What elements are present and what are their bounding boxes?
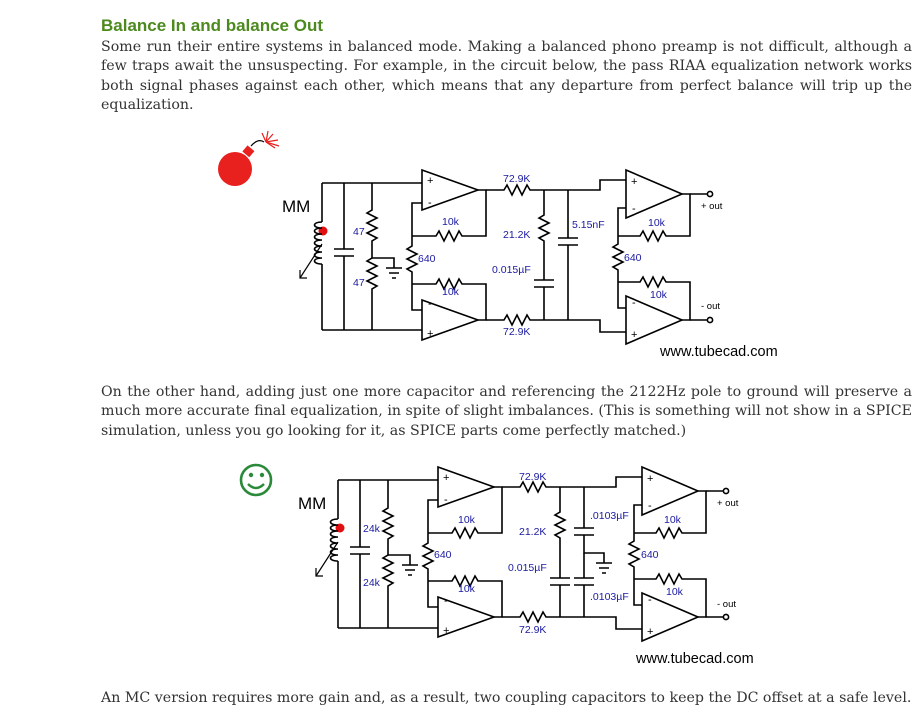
- closing-paragraph: An MC version requires more gain and, as…: [101, 690, 912, 706]
- svg-text:-: -: [632, 297, 636, 309]
- svg-text:24k: 24k: [363, 523, 381, 535]
- website-credit: www.tubecad.com: [659, 344, 778, 360]
- bomb-icon: [218, 130, 280, 186]
- svg-text:21.2K: 21.2K: [503, 229, 530, 241]
- svg-text:+: +: [647, 473, 653, 485]
- svg-text:-: -: [428, 298, 432, 310]
- svg-text:10k: 10k: [442, 216, 460, 228]
- svg-text:+: +: [443, 472, 449, 484]
- svg-text:640: 640: [418, 253, 436, 265]
- svg-text:- out: - out: [717, 599, 736, 610]
- input-capacitor-2: [350, 480, 370, 628]
- svg-text:47: 47: [353, 226, 365, 238]
- svg-text:10k: 10k: [458, 583, 476, 595]
- input-resistors: 47 47: [353, 183, 402, 330]
- svg-text:-: -: [444, 494, 448, 506]
- svg-text:0.015µF: 0.015µF: [508, 562, 547, 574]
- website-credit-2: www.tubecad.com: [635, 651, 754, 667]
- svg-text:+ out: + out: [717, 498, 739, 509]
- svg-text:-: -: [648, 594, 652, 606]
- svg-text:-: -: [648, 500, 652, 512]
- svg-text:-: -: [428, 197, 432, 209]
- mm-label-2: MM: [298, 494, 326, 513]
- svg-text:-: -: [444, 595, 448, 607]
- svg-text:72.9K: 72.9K: [519, 624, 546, 636]
- svg-text:10k: 10k: [650, 289, 668, 301]
- svg-text:.0103µF: .0103µF: [590, 510, 629, 522]
- riaa-network-2: 72.9K 72.9K 21.2K 0.015µF .0103µF .0103µ…: [502, 471, 642, 636]
- svg-text:640: 640: [624, 252, 642, 264]
- svg-text:21.2K: 21.2K: [519, 526, 546, 538]
- svg-text:-: -: [632, 203, 636, 215]
- svg-text:24k: 24k: [363, 577, 381, 589]
- svg-text:0.015µF: 0.015µF: [492, 264, 531, 276]
- input-feedback-2: 10k 640 10k: [421, 486, 503, 618]
- svg-text:+ out: + out: [701, 201, 723, 212]
- svg-text:+: +: [427, 175, 433, 187]
- input-opamp-top: + -: [421, 168, 481, 212]
- svg-text:640: 640: [641, 549, 659, 561]
- output-opamp-bot: - +: [625, 294, 685, 346]
- output-feedback-2: 10k 640 10k + out - out: [627, 487, 739, 621]
- svg-text:72.9K: 72.9K: [519, 471, 546, 483]
- svg-text:+: +: [631, 176, 637, 188]
- svg-text:72.9K: 72.9K: [503, 326, 530, 338]
- svg-text:.0103µF: .0103µF: [590, 591, 629, 603]
- svg-text:+: +: [427, 328, 433, 340]
- svg-text:+: +: [647, 626, 653, 638]
- input-feedback: 10k 640 10k: [405, 189, 487, 321]
- svg-text:72.9K: 72.9K: [503, 173, 530, 185]
- output-opamp-top-2: + -: [641, 465, 701, 517]
- svg-text:5.15nF: 5.15nF: [572, 219, 605, 231]
- middle-paragraph: On the other hand, adding just one more …: [101, 384, 912, 439]
- cartridge-coil-2: [315, 479, 438, 629]
- svg-text:47: 47: [353, 277, 365, 289]
- output-feedback: 10k 640 10k + out - out: [611, 190, 723, 324]
- smiley-icon: [239, 463, 273, 497]
- section-heading: Balance In and balance Out: [101, 16, 324, 35]
- svg-text:+: +: [631, 329, 637, 341]
- svg-text:10k: 10k: [666, 586, 684, 598]
- svg-text:10k: 10k: [648, 217, 666, 229]
- input-opamp-top-2: + -: [437, 465, 497, 509]
- svg-text:640: 640: [434, 549, 452, 561]
- input-opamp-bot-2: - +: [437, 595, 497, 639]
- svg-text:10k: 10k: [664, 514, 682, 526]
- output-opamp-bot-2: - +: [641, 591, 701, 643]
- svg-text:10k: 10k: [458, 514, 476, 526]
- input-opamp-bot: - +: [421, 298, 481, 342]
- svg-text:+: +: [443, 625, 449, 637]
- svg-text:- out: - out: [701, 301, 720, 312]
- input-resistors-2: 24k 24k: [363, 480, 418, 628]
- output-opamp-top: + -: [625, 168, 685, 220]
- input-capacitor: [334, 183, 354, 330]
- svg-text:10k: 10k: [442, 286, 460, 298]
- riaa-network: 72.9K 72.9K 21.2K 0.015µF 5.15nF: [486, 173, 626, 338]
- intro-paragraph: Some run their entire systems in balance…: [101, 39, 912, 113]
- mm-label: MM: [282, 197, 310, 216]
